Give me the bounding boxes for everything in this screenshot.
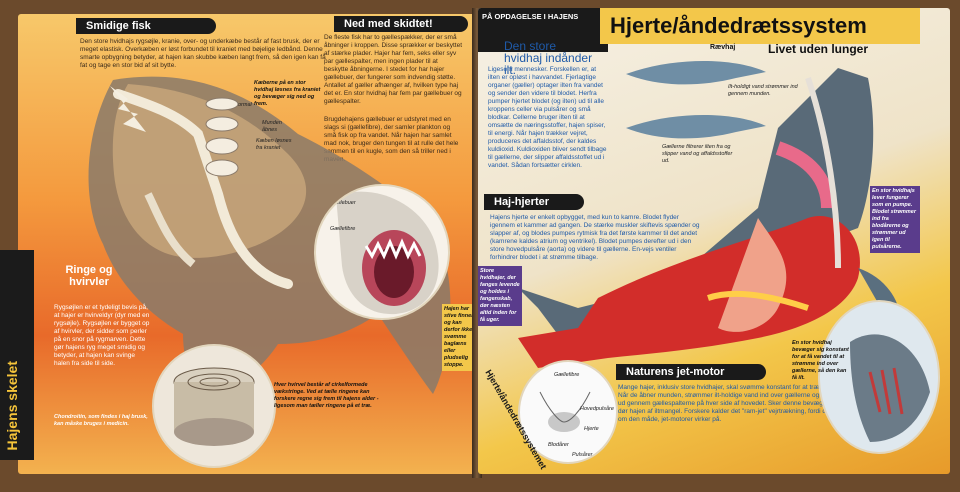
heart-diagram: Gællefibre Hovedpulsåre Hjerte Blodårer … — [518, 360, 618, 464]
section-title-smidige-fisk: Smidige fisk — [76, 18, 216, 34]
intro-text: Ligesom mennesker. Forskellen er, at ilt… — [488, 66, 607, 169]
ravhaj-caption: Ilt-holdigt vand strømmer ind gennem mun… — [728, 84, 798, 97]
fin-caption: Hajen har stive finner og kan derfor ikk… — [442, 304, 476, 371]
swimming-shark-illustration — [818, 300, 940, 454]
section-text-haj-hjerter: Hajens hjerte er enkelt opbygget, med ku… — [490, 214, 700, 261]
section-title-haj-hjerter: Haj-hjerter — [484, 194, 584, 210]
pump-caption: En stor hvidhajs lever fungerer som en p… — [870, 186, 920, 253]
section-text-jet-motor: Mange hajer, inklusiv store hvidhajer, s… — [618, 384, 854, 423]
kicker-band: PÅ OPDAGELSE I HAJENS — [478, 8, 608, 52]
section-text-ringe: Rygsøjlen er et tydeligt bevis på, at ha… — [54, 304, 150, 367]
left-page: Smidige fisk Den store hvidhajs rygsøjle… — [18, 14, 476, 474]
gill-label-fibre: Gællefibre — [330, 226, 356, 232]
vertebra-illustration — [152, 344, 276, 468]
swim-caption: En stor hvidhaj bevæger sig konstant for… — [792, 340, 849, 381]
chondroitin-caption: Chondroitin, som findes i haj brusk, kan… — [54, 414, 148, 427]
book-spine — [472, 8, 482, 478]
heart-label-blodaarer: Blodårer — [548, 442, 569, 448]
heart-label-pulsaarer: Pulsårer — [572, 452, 593, 458]
left-side-tab: Hajens skelet — [0, 250, 34, 460]
shark-mouth-gills-illustration: Gællebuer Gællefibre — [314, 184, 450, 320]
heart-icon — [539, 391, 591, 432]
jaw-label-loosen: Kæben løsnes fra kraniet — [256, 138, 292, 151]
shark-head-icon — [850, 334, 930, 442]
right-page: PÅ OPDAGELSE I HAJENS Hjerte/åndedrætssy… — [478, 8, 950, 474]
heart-label-hjerte: Hjerte — [584, 426, 599, 432]
jaw-label-normal: Normal — [234, 102, 252, 108]
ravhaj-label: Rævhaj — [710, 44, 736, 51]
jaw-caption: Kæberne på en stor hvidhaj løsnes fra kr… — [254, 80, 321, 107]
section-text-gaeller: De fleste fisk har to gællespækker, der … — [324, 34, 463, 105]
gill-label-buer: Gællebuer — [330, 200, 356, 206]
heart-label-gaellefibre: Gællefibre — [554, 372, 580, 378]
subtitle: Livet uden lunger — [768, 42, 869, 56]
section-text-smidige-fisk: Den store hvidhajs rygsøjle, kranie, ove… — [80, 38, 326, 69]
vertebra-caption: Hver hvirvel består af cirkelformede væk… — [274, 382, 379, 409]
ravhaj-icon — [626, 61, 766, 85]
heart-label-hovedpulsaare: Hovedpulsåre — [580, 406, 614, 412]
section-title-ned-med-skidtet: Ned med skidtet! — [334, 16, 468, 32]
gill-filter-caption: Gællerne filtrerer ilten fra og slipper … — [662, 144, 733, 164]
jaw-label-open: Munden åbnes — [262, 120, 282, 133]
section-title-jet-motor: Naturens jet-motor — [616, 364, 766, 380]
vertebra-icon — [173, 367, 255, 446]
mouth-icon — [336, 191, 439, 315]
section-title-ringe-og-hvirvler: Ringe og hvirvler — [65, 264, 113, 288]
intro-lead: Den store hvidhaj indånder ilt. — [504, 39, 593, 77]
captive-caption: Store hvidhajer, der fanges levende og h… — [478, 266, 522, 326]
left-side-tab-label: Hajens skelet — [4, 360, 20, 451]
gill-filter-icon — [626, 115, 766, 139]
page-title: Hjerte/åndedrætssystem — [600, 8, 920, 44]
jaw-sketch-group: Kæberne på en stor hvidhaj løsnes fra kr… — [194, 80, 320, 190]
jaw-icon — [205, 97, 239, 177]
